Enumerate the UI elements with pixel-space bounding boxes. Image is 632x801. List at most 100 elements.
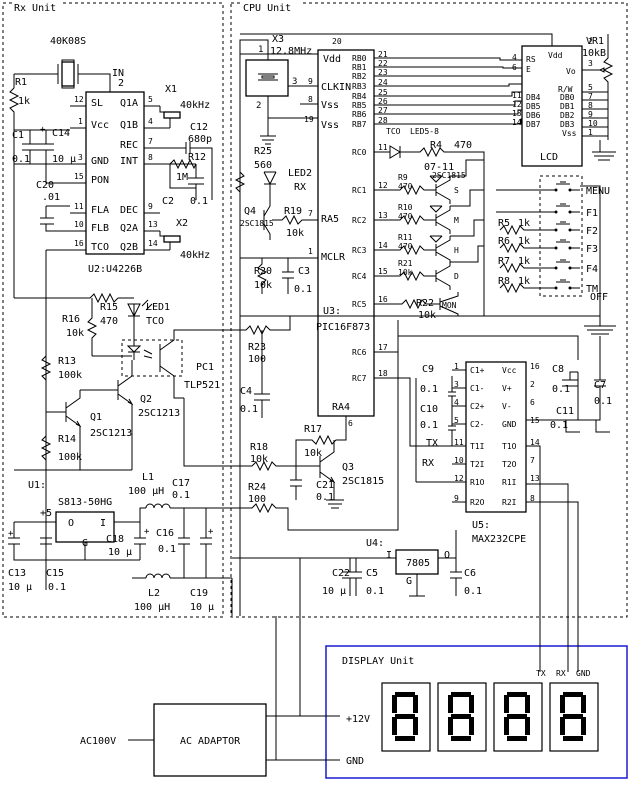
u3-num-14: 14 xyxy=(378,241,388,250)
led-row-letter: H xyxy=(454,246,459,255)
display-connector: TX RX GND xyxy=(536,669,591,678)
switch-res xyxy=(499,282,548,294)
c10-value: 0.1 xyxy=(420,420,438,431)
photocoupler-pc1: PC1 TLP521 xyxy=(121,329,220,399)
x3-label: X3 xyxy=(272,34,284,45)
led-row-res-label: R9 xyxy=(398,173,408,182)
u5-num-4: 4 xyxy=(454,398,459,407)
digit-2 xyxy=(437,682,487,752)
u3-pin-rb2: RB2 xyxy=(352,72,367,81)
led-row-letter: D xyxy=(454,272,459,281)
switch-res-label: R8 xyxy=(498,276,510,287)
lcd-right-num-5: 5 xyxy=(588,83,593,92)
digit-segment xyxy=(448,717,453,735)
switch-terminal xyxy=(554,286,558,290)
crystal-40k08s: 40K08S xyxy=(30,36,111,89)
u2-num-5: 5 xyxy=(148,95,153,104)
u2-in-num: 2 xyxy=(118,78,124,89)
r14-label: R14 xyxy=(58,434,76,445)
led-row-res-label: R11 xyxy=(398,233,413,242)
u3-pin-ra4: RA4 xyxy=(332,402,350,413)
r4-label: R4 xyxy=(430,140,442,151)
c18-value: 10 µ xyxy=(108,547,132,558)
display-rx-label: RX xyxy=(556,669,566,678)
u3-num-8: 8 xyxy=(308,95,313,104)
u3-bus-wire xyxy=(374,66,522,69)
resistor-r16: R16 10k xyxy=(62,298,98,356)
r15-label: R15 xyxy=(100,302,118,313)
c13-label: C13 xyxy=(8,568,26,579)
u5-pin-c2: C2- xyxy=(470,420,484,429)
potentiometer-vr1: VR1 10kB xyxy=(582,34,614,92)
c20-value: .01 xyxy=(42,192,60,203)
u3-bus-wire xyxy=(374,91,522,97)
u2-in-label: IN xyxy=(112,68,124,79)
u3-pin-rb1: RB1 xyxy=(352,63,367,72)
u3-pin-rc6: RC6 xyxy=(352,348,367,357)
q2-label: Q2 xyxy=(140,394,152,405)
crystal-x1: X1 40kHz xyxy=(159,84,210,128)
led1: LED1 TCO xyxy=(118,297,170,332)
cpu-unit-frame: CPU Unit xyxy=(230,0,628,618)
q4-label: Q4 xyxy=(244,206,256,217)
led-row-wire xyxy=(374,236,451,264)
digit-segment xyxy=(395,714,415,719)
switch-contact xyxy=(548,239,580,249)
u5-pin-t2i: T2I xyxy=(470,460,485,469)
u3-num-27: 27 xyxy=(378,106,388,115)
c9-label: C9 xyxy=(422,364,434,375)
digit-segment xyxy=(507,714,527,719)
u2-num-13: 13 xyxy=(148,220,158,229)
u2-pin-rec: REC xyxy=(120,140,138,151)
c17-plus: + xyxy=(208,527,214,537)
u2-pin-sl: SL xyxy=(91,98,103,109)
u5-num-5: 5 xyxy=(454,416,459,425)
digit-segment xyxy=(504,717,509,735)
lcd-left-num-6: 6 xyxy=(512,63,517,72)
c1-label: C1 xyxy=(12,130,24,141)
led-range-label: 07-11 xyxy=(424,162,454,173)
switch-label-tm: TM xyxy=(586,284,598,295)
ac-adaptor-box xyxy=(153,703,267,777)
r19-label: R19 xyxy=(284,206,302,217)
c21-label: C21 xyxy=(316,480,334,491)
u3-pin-rc3: RC3 xyxy=(352,246,367,255)
r20-label: R20 xyxy=(254,266,272,277)
u2-num-7: 7 xyxy=(148,137,153,146)
u3-pin-rb0: RB0 xyxy=(352,54,367,63)
display-gnd-label: GND xyxy=(576,669,591,678)
u5-pin-c2: C2+ xyxy=(470,402,485,411)
switch-contact xyxy=(548,279,580,289)
rx-unit-frame: Rx Unit xyxy=(2,0,224,618)
switch-terminal xyxy=(554,210,558,214)
c18-label: C18 xyxy=(106,534,124,545)
lcd-right-num-8: 8 xyxy=(588,101,593,110)
lcd-right-num-7: 7 xyxy=(588,92,593,101)
resistor-r1: R1 1k xyxy=(8,73,30,130)
switch-label-f2: F2 xyxy=(586,226,598,237)
c6-label: C6 xyxy=(464,568,476,579)
vr1-value: 10kB xyxy=(582,48,606,59)
r23-label: R23 xyxy=(248,342,266,353)
lcd-pin-vss: Vss xyxy=(562,129,577,138)
u5-pin-r2o: R2O xyxy=(470,498,485,507)
regulator-u1: U1: S813-50HG O I G +5 xyxy=(14,480,140,560)
digit-segment xyxy=(448,695,453,713)
u5-pin-r2i: R2I xyxy=(502,498,517,507)
r23-c4-group: R23 100 C4 0.1 xyxy=(210,316,291,418)
lcd-pin-db2: DB2 xyxy=(560,111,575,120)
c3-value: 0.1 xyxy=(294,284,312,295)
display-unit-title: DISPLAY Unit xyxy=(342,656,414,667)
r25-value: 560 xyxy=(254,160,272,171)
digit-segment xyxy=(504,695,509,713)
u5-num-1: 1 xyxy=(454,362,459,371)
x3-pin-3: 3 xyxy=(292,77,297,87)
led2-label: LED2 xyxy=(288,168,312,179)
lcd-left-num-11: 11 xyxy=(512,91,522,100)
x3-pin-1: 1 xyxy=(258,45,263,55)
ic-u5: U5: MAX232CPE C1+1C1-3C2+4C2-5T1I11T2I10… xyxy=(374,335,612,672)
c17-value: 0.1 xyxy=(172,490,190,501)
lcd-pin-e: E xyxy=(526,65,531,74)
